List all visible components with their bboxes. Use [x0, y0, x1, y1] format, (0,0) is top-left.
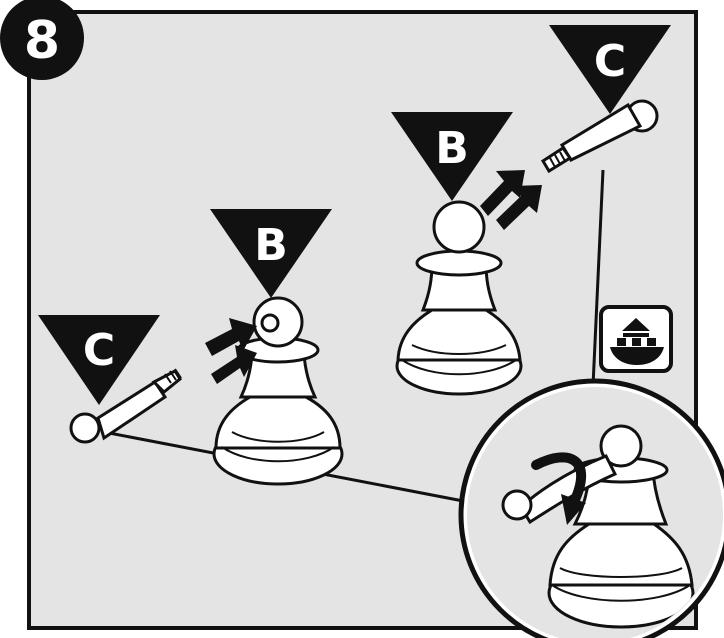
label-c-left-text: C	[83, 325, 115, 376]
label-b-middle: B	[210, 209, 332, 298]
right-pawn-collar	[415, 249, 503, 277]
middle-pawn-ring-1	[231, 431, 325, 443]
right-pawn-ring-2	[401, 359, 517, 376]
step-badge: 8	[0, 0, 84, 80]
label-c-top: C	[549, 25, 671, 114]
top-thread-marks	[549, 151, 566, 168]
rotation-arrow-icon	[531, 452, 587, 507]
left-thread-marks	[164, 368, 182, 384]
right-pawn	[395, 200, 523, 396]
middle-pawn-ring-2	[221, 446, 335, 463]
left-pin-knob	[69, 412, 101, 444]
right-pawn-head	[432, 200, 486, 254]
detail-pin-body	[519, 454, 618, 525]
detail-ring-1	[559, 567, 683, 578]
boat-arrow-icon	[599, 305, 673, 373]
step-number: 8	[24, 11, 60, 71]
top-c-pin	[540, 99, 659, 174]
left-pin-body	[96, 379, 168, 441]
detail-pawn-head	[599, 424, 643, 468]
label-b-right-text: B	[435, 123, 469, 174]
right-guide-line	[591, 169, 605, 387]
label-b-middle-text: B	[254, 220, 288, 271]
right-insert-arrow-icon	[480, 170, 525, 216]
label-c-top-text: C	[594, 36, 626, 87]
detail-pin-knob	[501, 489, 533, 521]
middle-insert-arrow-icon	[205, 318, 257, 356]
direction-arrows	[205, 170, 542, 384]
right-pawn-ring-1	[411, 344, 507, 355]
left-c-pin	[69, 368, 182, 444]
detail-view	[458, 378, 724, 638]
label-b-right: B	[391, 112, 513, 201]
top-pin-body	[559, 102, 643, 162]
label-c-left: C	[38, 315, 160, 405]
rotation-arrow-head-icon	[561, 494, 586, 525]
middle-pawn	[212, 296, 344, 486]
right-insert-arrow-icon-2	[496, 185, 542, 230]
middle-insert-arrow-icon-2	[211, 345, 257, 384]
middle-pawn-hole	[260, 313, 280, 333]
detail-ring-2	[551, 584, 691, 602]
